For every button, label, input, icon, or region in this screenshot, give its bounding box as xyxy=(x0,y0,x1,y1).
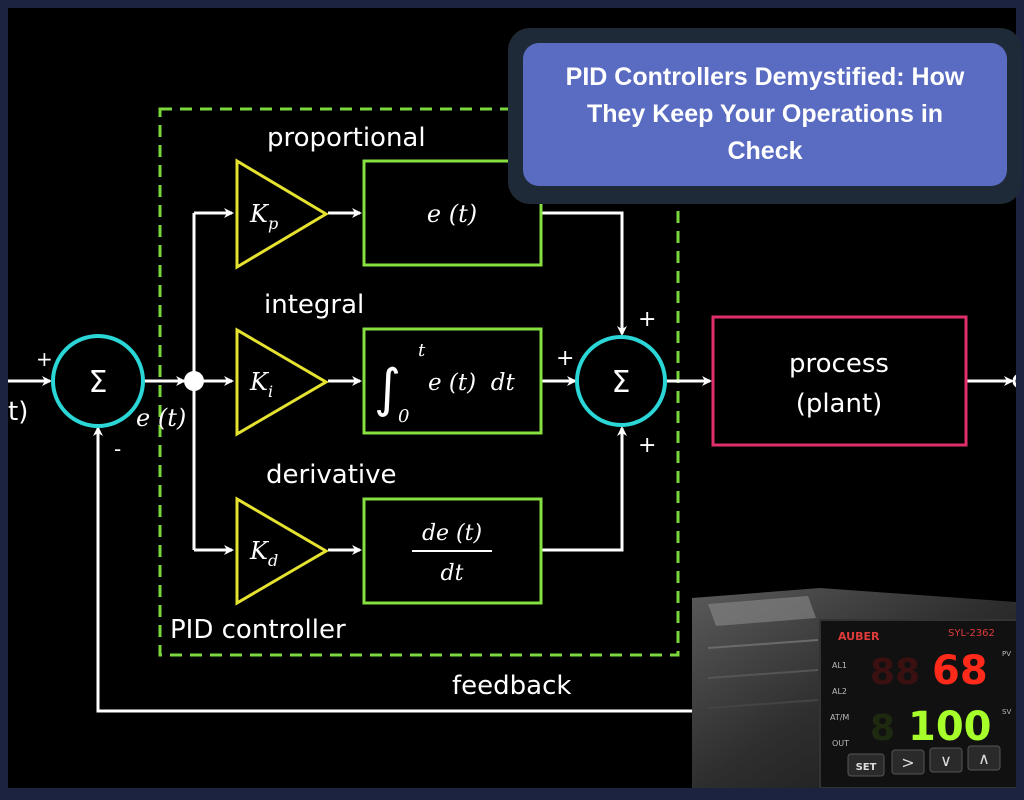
integral-upper-limit: t xyxy=(418,340,426,361)
sv-label: SV xyxy=(1002,708,1011,716)
set-button[interactable]: SET xyxy=(847,753,885,777)
process-label: process xyxy=(789,349,889,379)
page-title: PID Controllers Demystified: How They Ke… xyxy=(565,63,965,165)
sum-top-sign: + xyxy=(638,307,656,332)
input-summer: Σ xyxy=(51,334,145,428)
title-card: PID Controllers Demystified: How They Ke… xyxy=(508,28,1022,204)
device-brand: AUBER xyxy=(838,630,880,643)
pid-block-diagram: Σ Σ + - + + + t) e (t) proportional inte… xyxy=(8,107,1016,788)
sv-dim-digits: 8 xyxy=(870,708,895,749)
derivative-label: derivative xyxy=(266,460,397,490)
proportional-label: proportional xyxy=(267,123,426,153)
gain-ki-subscript: i xyxy=(268,382,273,401)
derivative-term-box: de (t) dt xyxy=(362,497,543,605)
output-summer-symbol: Σ xyxy=(612,365,631,400)
process-box: process (plant) xyxy=(711,315,968,447)
error-signal-label: e (t) xyxy=(136,404,186,432)
svg-text:∧: ∧ xyxy=(978,749,990,768)
input-summer-symbol: Σ xyxy=(89,365,108,400)
svg-text:Kp: Kp xyxy=(249,200,278,233)
gain-kp-symbol: K xyxy=(249,200,270,228)
shift-right-button[interactable]: > xyxy=(891,749,925,775)
plant-label: (plant) xyxy=(796,389,883,419)
derivative-denominator: dt xyxy=(441,561,464,586)
integral-body: e (t) dt xyxy=(428,370,515,396)
integral-lower-limit: 0 xyxy=(398,406,409,427)
down-button[interactable]: ∨ xyxy=(929,747,963,773)
sum-bottom-sign: + xyxy=(638,433,656,458)
pid-controller-label: PID controller xyxy=(170,615,346,645)
svg-text:∨: ∨ xyxy=(940,751,952,770)
pid-controller-device: AUBER SYL-2362 AL1 AL2 AT/M OUT 88 8 68 … xyxy=(692,588,1016,788)
svg-text:>: > xyxy=(901,753,914,772)
input-plus-sign: + xyxy=(36,347,53,371)
gain-kp: Kp xyxy=(235,158,329,270)
svg-text:Ki: Ki xyxy=(249,368,273,401)
proportional-term: e (t) xyxy=(427,200,477,228)
indicator-atm: AT/M xyxy=(830,713,849,722)
gain-kp-subscript: p xyxy=(268,214,278,233)
feedback-label: feedback xyxy=(452,671,571,701)
integral-term-box: ∫ t 0 e (t) dt xyxy=(362,327,543,435)
gain-kd-symbol: K xyxy=(249,537,270,565)
output-terminal xyxy=(1012,374,1016,388)
device-model: SYL-2362 xyxy=(948,628,995,639)
pv-dim-digits: 88 xyxy=(870,652,920,693)
sv-value: 100 xyxy=(908,704,992,750)
title-banner: PID Controllers Demystified: How They Ke… xyxy=(523,43,1007,186)
gain-ki-symbol: K xyxy=(249,368,270,396)
indicator-al2: AL2 xyxy=(832,687,847,696)
proportional-term-box: e (t) xyxy=(362,159,543,267)
sum-left-sign: + xyxy=(556,346,574,371)
gain-kd-subscript: d xyxy=(268,551,278,570)
output-summer: Σ xyxy=(575,335,667,427)
input-minus-sign: - xyxy=(114,437,121,461)
pv-label: PV xyxy=(1002,650,1011,658)
up-button[interactable]: ∧ xyxy=(967,745,1001,771)
input-signal-label: t) xyxy=(8,397,28,427)
pv-value: 68 xyxy=(932,648,988,694)
integral-label: integral xyxy=(264,290,364,320)
integral-sign: ∫ xyxy=(374,359,401,419)
derivative-numerator: de (t) xyxy=(422,521,482,546)
svg-text:SET: SET xyxy=(856,762,877,773)
svg-text:Kd: Kd xyxy=(249,537,278,570)
branch-point xyxy=(184,371,204,391)
indicator-out: OUT xyxy=(832,739,849,748)
gain-kd: Kd xyxy=(235,496,329,606)
indicator-al1: AL1 xyxy=(832,661,847,670)
gain-ki: Ki xyxy=(235,327,329,437)
